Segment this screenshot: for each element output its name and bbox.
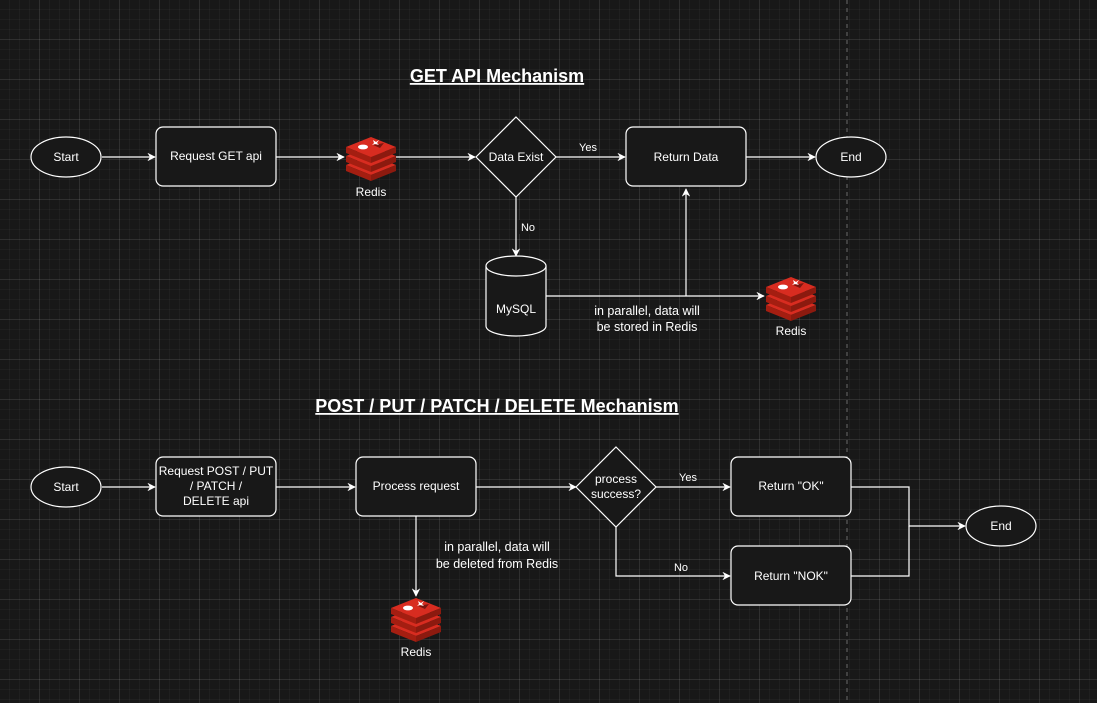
redis-icon: [346, 137, 396, 181]
node-return-nok: Return "NOK": [730, 545, 852, 606]
node-redis-store: Redis: [766, 277, 816, 338]
node-end-label: End: [840, 150, 861, 164]
node-request-label-line2: / PATCH /: [190, 479, 243, 493]
node-mysql-label: MySQL: [496, 302, 536, 316]
node-request-label-line1: Request POST / PUT: [159, 464, 274, 478]
node-request-label-line3: DELETE api: [183, 494, 249, 508]
get-section-title: GET API Mechanism: [410, 66, 584, 86]
node-redis: Redis: [391, 598, 441, 659]
node-request: Request GET api: [155, 126, 277, 187]
node-start: Start: [30, 466, 102, 508]
node-start-label: Start: [53, 480, 79, 494]
edge-nok-to-end: [851, 526, 910, 577]
note-parallel-delete-line1: in parallel, data will: [444, 540, 550, 554]
node-end: End: [965, 505, 1037, 547]
node-decision-label-line2: success?: [591, 487, 641, 501]
note-parallel-store-line1: in parallel, data will: [594, 304, 700, 318]
note-parallel-delete-line2: be deleted from Redis: [436, 557, 558, 571]
redis-icon: [391, 598, 441, 642]
edge-label-no-bg: [517, 220, 539, 234]
node-end: End: [815, 136, 887, 178]
node-return-ok-label: Return "OK": [758, 479, 823, 493]
edge-ok-to-end: [851, 486, 966, 531]
node-decision-label-line1: process: [595, 472, 637, 486]
node-decision-label: Data Exist: [489, 150, 544, 164]
node-return-nok-label: Return "NOK": [754, 569, 828, 583]
node-process: Process request: [355, 456, 477, 517]
node-mysql: MySQL: [485, 255, 547, 337]
node-redis-label: Redis: [401, 645, 432, 659]
node-process-label: Process request: [373, 479, 460, 493]
edge-label-yes: Yes: [579, 142, 597, 154]
edge-decision-no: [615, 527, 731, 581]
node-request: Request POST / PUT / PATCH / DELETE api: [155, 456, 277, 517]
node-start: Start: [30, 136, 102, 178]
edge-label-no: No: [674, 562, 688, 574]
post-section-title: POST / PUT / PATCH / DELETE Mechanism: [315, 396, 678, 416]
node-request-label: Request GET api: [170, 149, 262, 163]
node-return-ok: Return "OK": [730, 456, 852, 517]
node-redis-store-label: Redis: [776, 324, 807, 338]
node-decision: Data Exist: [475, 116, 557, 198]
node-decision: process success?: [575, 446, 657, 528]
edge-label-yes: Yes: [679, 472, 697, 484]
node-return-label: Return Data: [654, 150, 719, 164]
get-section: GET API Mechanism Yes No in parallel, da…: [30, 66, 887, 338]
note-parallel-store-line2: be stored in Redis: [597, 320, 698, 334]
edge-label-no: No: [521, 222, 535, 234]
redis-icon: [766, 277, 816, 321]
node-redis-label: Redis: [356, 185, 387, 199]
node-return: Return Data: [625, 126, 747, 187]
post-section: POST / PUT / PATCH / DELETE Mechanism in…: [30, 396, 1037, 659]
node-redis: Redis: [346, 137, 396, 199]
node-end-label: End: [990, 519, 1011, 533]
node-start-label: Start: [53, 150, 79, 164]
